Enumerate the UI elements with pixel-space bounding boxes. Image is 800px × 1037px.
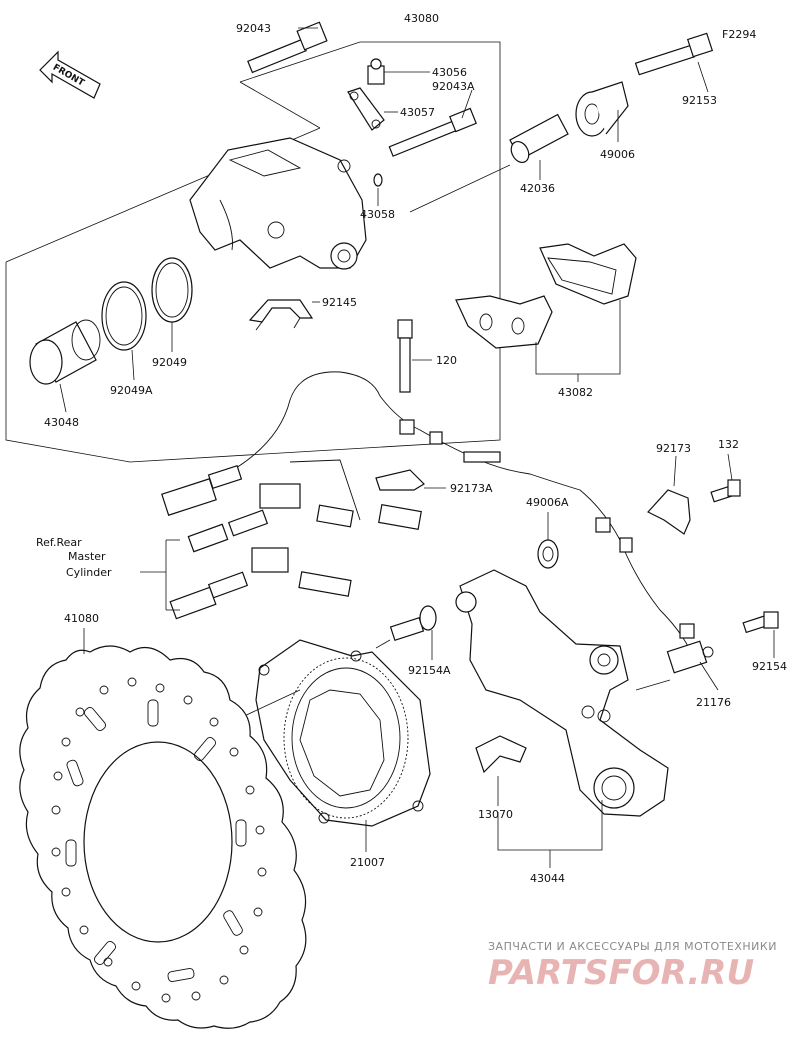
label-49006A: 49006A	[526, 496, 569, 509]
label-92154A: 92154A	[408, 664, 451, 677]
bushing-49006	[575, 81, 629, 137]
ref-label-line2: Master	[68, 550, 106, 563]
label-92153: 92153	[682, 94, 717, 107]
seal-92049A	[101, 281, 147, 351]
watermark-logo: PARTSFOR.RU	[488, 953, 754, 993]
abs-rotor-21007	[255, 639, 431, 827]
label-92173: 92173	[656, 442, 691, 455]
label-43080: 43080	[404, 12, 439, 25]
seal-92049	[151, 257, 193, 323]
label-43058: 43058	[360, 208, 395, 221]
label-43044: 43044	[530, 872, 565, 885]
label-92049: 92049	[152, 356, 187, 369]
clamp-92173	[647, 489, 691, 535]
caliper-bracket-43044	[455, 569, 669, 817]
label-43048: 43048	[44, 416, 79, 429]
label-92173A: 92173A	[450, 482, 493, 495]
bolt-132	[710, 479, 741, 503]
ref-label-line3: Cylinder	[66, 566, 112, 579]
bolt-92043	[247, 21, 328, 74]
spring-clip-92145	[248, 299, 314, 331]
label-42036: 42036	[520, 182, 555, 195]
figure-code: F2294	[722, 28, 756, 41]
label-92154: 92154	[752, 660, 787, 673]
label-92043: 92043	[236, 22, 271, 35]
bolt-92154	[742, 611, 779, 634]
label-132: 132	[718, 438, 739, 451]
bleeder-43056	[367, 58, 385, 85]
abs-sensor-21176	[666, 640, 714, 674]
brake-pads-43082	[455, 243, 637, 349]
label-21176: 21176	[696, 696, 731, 709]
clip-13070	[475, 735, 527, 774]
label-92145: 92145	[322, 296, 357, 309]
label-21007: 21007	[350, 856, 385, 869]
label-43082: 43082	[558, 386, 593, 399]
label-43057: 43057	[400, 106, 435, 119]
front-arrow-icon: FRONT	[39, 50, 101, 99]
clamp-92173A	[375, 469, 425, 491]
pin-92043A	[388, 107, 477, 157]
sleeve-42036	[509, 113, 569, 164]
caliper-body	[189, 137, 367, 270]
label-92049A: 92049A	[110, 384, 153, 397]
collar-49006A	[537, 539, 559, 569]
abs-sensor-wire	[161, 371, 695, 651]
label-49006: 49006	[600, 148, 635, 161]
label-13070: 13070	[478, 808, 513, 821]
label-120: 120	[436, 354, 457, 367]
brake-hose-fittings	[169, 459, 422, 620]
label-92043A: 92043A	[432, 80, 475, 93]
label-43056: 43056	[432, 66, 467, 79]
label-41080: 41080	[64, 612, 99, 625]
plate-43057	[347, 87, 385, 131]
bolt-92154A	[389, 605, 437, 642]
ring-43058	[373, 173, 383, 187]
brake-disc-41080	[19, 645, 307, 1029]
watermark: ЗАПЧАСТИ И АКСЕССУАРЫ ДЛЯ МОТОТЕХНИКИ PA…	[488, 940, 777, 993]
bolt-120	[397, 319, 413, 393]
bolt-92153	[634, 32, 714, 76]
watermark-line1: ЗАПЧАСТИ И АКСЕССУАРЫ ДЛЯ МОТОТЕХНИКИ	[488, 940, 777, 953]
piston-43048	[29, 319, 101, 385]
part-labels: F2294 92043 43080 43056 92043A 43057 921…	[36, 12, 787, 885]
ref-label-line1: Ref.Rear	[36, 536, 82, 549]
